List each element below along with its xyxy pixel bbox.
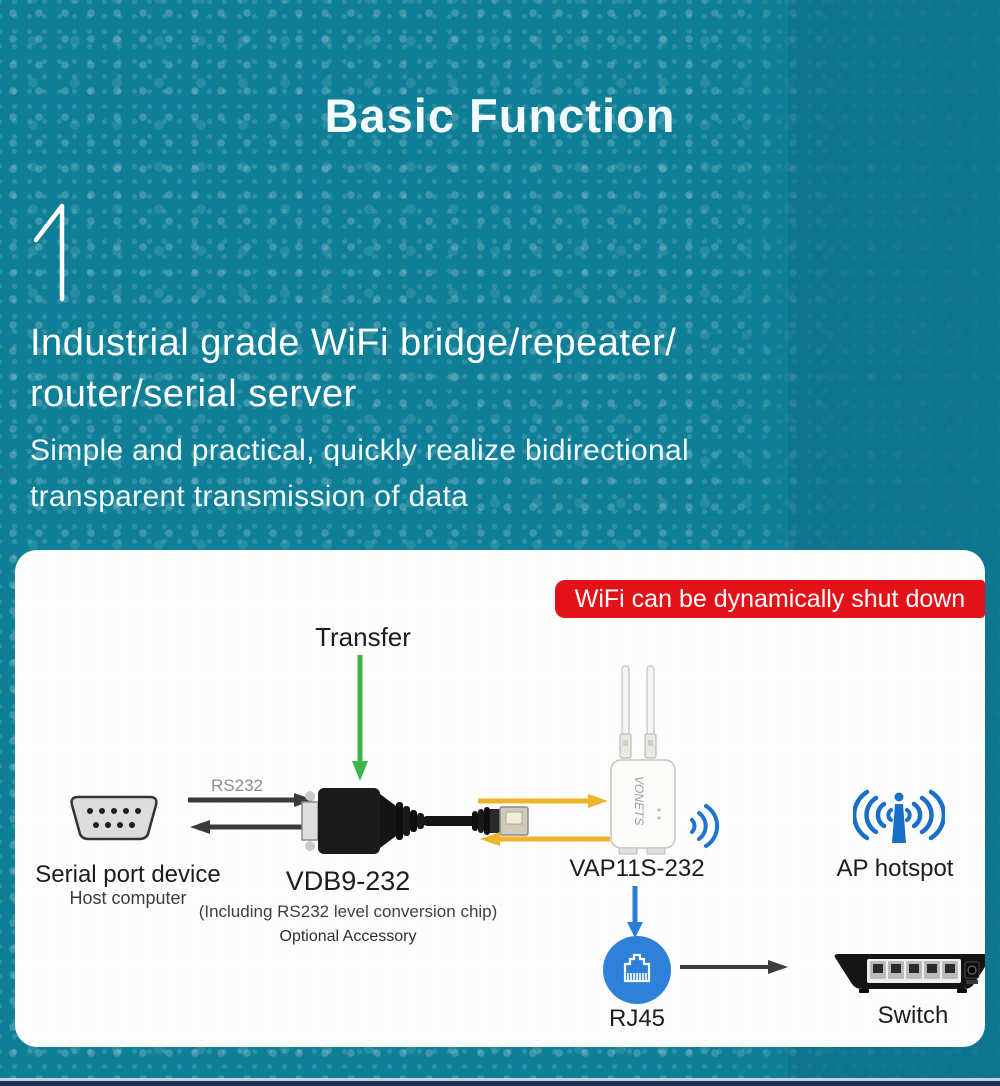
ap-antenna-icon xyxy=(853,789,945,843)
headline-line2: router/serial server xyxy=(30,373,357,415)
diagram-panel: WiFi can be dynamically shut down Transf… xyxy=(15,550,985,1047)
bridge-label: VAP11S-232 xyxy=(569,855,705,882)
bottom-divider-line xyxy=(0,1078,1000,1081)
host-computer-label: Host computer xyxy=(69,888,187,908)
rj45-port-badge xyxy=(603,936,671,1004)
transfer-down-arrow xyxy=(352,655,368,781)
switch-label: Switch xyxy=(877,1002,949,1029)
rj45-label: RJ45 xyxy=(608,1005,666,1032)
subheadline-line1: Simple and practical, quickly realize bi… xyxy=(30,434,689,467)
wifi-signal-icon xyxy=(690,804,720,848)
rs232-bidirectional-arrows xyxy=(188,793,316,834)
db9-connector-icon xyxy=(70,795,158,841)
rj45-to-switch-arrow xyxy=(680,960,788,974)
adapter-label: VDB9-232 xyxy=(285,866,411,896)
device-logo: VONETS xyxy=(632,776,646,825)
bridge-to-rj45-arrow xyxy=(627,886,643,938)
wifi-bridge-device-icon: VONETS xyxy=(610,665,676,855)
bottom-navy-bar xyxy=(0,1081,1000,1086)
rj45-jack-icon xyxy=(623,953,651,983)
serial-adapter-icon xyxy=(301,788,529,854)
adapter-note1: (Including RS232 level conversion chip) xyxy=(198,902,498,921)
subheadline-line2: transparent transmission of data xyxy=(30,480,469,513)
transfer-label: Transfer xyxy=(315,622,411,652)
rs232-label: RS232 xyxy=(211,776,263,795)
page-title: Basic Function xyxy=(324,89,676,142)
wifi-shutdown-badge: WiFi can be dynamically shut down xyxy=(555,580,985,618)
adapter-note2: Optional Accessory xyxy=(279,928,417,945)
serial-device-label: Serial port device xyxy=(35,861,221,888)
wifi-data-arrows xyxy=(478,794,610,846)
section-number-one xyxy=(33,203,65,302)
headline: Industrial grade WiFi bridge/repeater/ r… xyxy=(30,318,676,420)
subheadline: Simple and practical, quickly realize bi… xyxy=(30,428,689,520)
ap-hotspot-label: AP hotspot xyxy=(836,855,954,882)
network-switch-icon xyxy=(834,954,985,993)
headline-line1: Industrial grade WiFi bridge/repeater/ xyxy=(30,322,677,364)
